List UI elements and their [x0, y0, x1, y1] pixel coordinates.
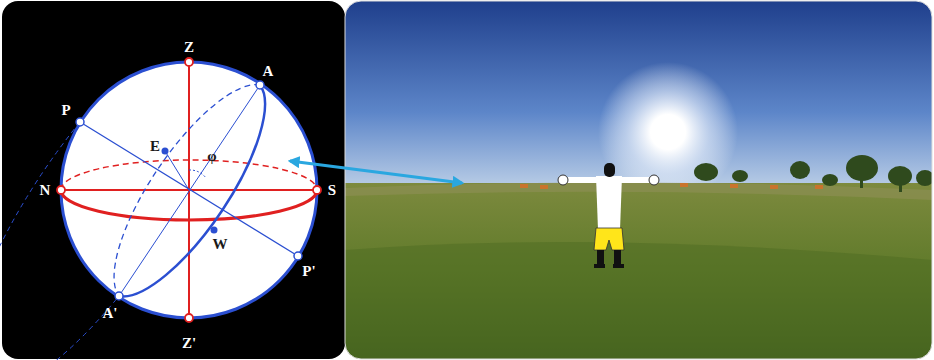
point-label: P' — [302, 264, 315, 279]
point-label: A — [263, 64, 274, 79]
point-label: N — [40, 183, 51, 198]
point-label: Z' — [182, 336, 196, 351]
point-label: S — [328, 183, 336, 198]
point-label: P — [61, 103, 70, 118]
point-label: W — [213, 237, 228, 252]
point-label: Z — [184, 40, 194, 55]
point-label: φ — [207, 149, 216, 164]
celestial-sphere — [0, 58, 321, 360]
panel — [2, 1, 345, 359]
person — [558, 163, 659, 268]
point-label: E — [150, 139, 160, 154]
pointer-arrow — [290, 161, 462, 183]
point-label: A' — [103, 306, 118, 321]
